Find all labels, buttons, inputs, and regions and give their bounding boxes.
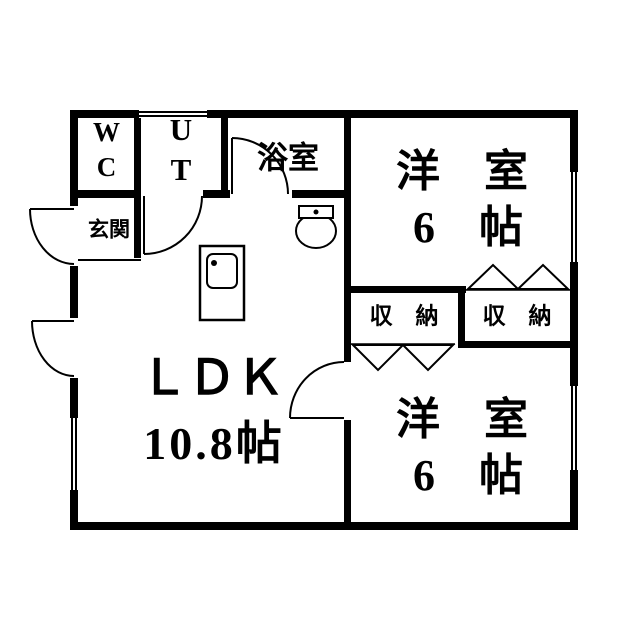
wall-outer-top	[70, 110, 578, 118]
wall-wc-ut-divider	[134, 110, 141, 258]
washbasin-icon	[295, 205, 337, 249]
window-right-top-icon	[570, 172, 578, 262]
closet-right-folding-door-icon	[515, 263, 571, 290]
closet-left-folding-door-icon	[350, 344, 406, 372]
wall-room1-bottom	[344, 286, 466, 293]
window-top-icon	[139, 110, 207, 118]
kitchen-counter-icon	[198, 244, 246, 322]
entrance-door-arc-icon	[29, 208, 75, 265]
ut-door-arc-icon	[143, 195, 203, 255]
ldk-room2-door-arc-icon	[289, 361, 345, 419]
western-room-bottom-label: 洋 室	[396, 395, 528, 444]
western-room-top-label: 洋 室	[396, 147, 528, 196]
bathroom-label: 浴室	[257, 140, 319, 176]
wall-upper-horizontal	[70, 190, 351, 198]
western-room-bottom-size: 6 帖	[413, 451, 523, 500]
closet-left-folding-door-icon	[400, 344, 456, 372]
wall-outer-bottom	[70, 522, 578, 530]
wall-outer-right	[570, 110, 578, 530]
opening-ldk-door	[344, 362, 351, 420]
opening-ut-door	[141, 190, 203, 198]
window-right-bottom-icon	[570, 386, 578, 470]
terrace-door-arc-icon	[31, 320, 75, 377]
ldk-size: 10.8帖	[143, 418, 285, 469]
wall-closet-divider	[458, 286, 465, 348]
ldk-label: ＬＤＫ	[139, 352, 285, 405]
wall-closet-bottom	[458, 341, 578, 348]
opening-entrance-door	[70, 206, 78, 266]
closet-right-folding-door-icon	[465, 263, 521, 290]
closet-left-label: 収 納	[369, 303, 439, 329]
wall-center-vertical	[344, 110, 351, 530]
closet-doors	[350, 263, 571, 372]
opening-bath-door	[230, 190, 292, 198]
fixtures	[78, 205, 337, 322]
door-openings	[70, 190, 351, 420]
western-room-top-size: 6 帖	[413, 203, 523, 252]
doors	[29, 137, 345, 419]
window-left-icon	[70, 418, 78, 490]
bath-door-arc-icon	[231, 137, 289, 195]
opening-left-terrace-door	[70, 318, 78, 378]
entrance-label: 玄関	[88, 217, 130, 242]
windows	[70, 110, 578, 490]
wall-ut-bath-divider	[221, 110, 228, 198]
wc-room-label: WC	[91, 117, 122, 187]
ut-room-label: UT	[163, 112, 199, 192]
closet-right-label: 収 納	[482, 303, 552, 329]
